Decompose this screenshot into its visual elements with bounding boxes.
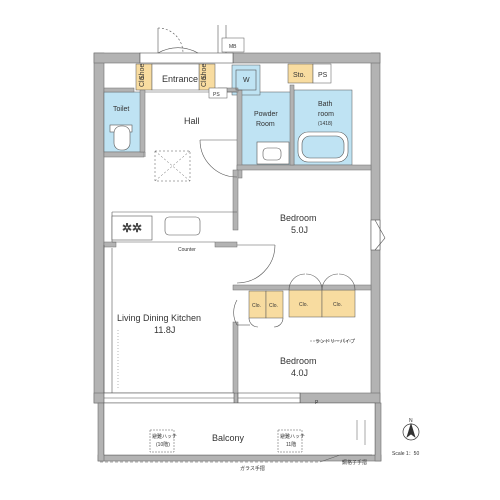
compass-n-label: N: [409, 418, 413, 424]
steel-rail-label: 鋼格子手摺: [342, 459, 367, 466]
toilet-fixture: [109, 124, 133, 151]
bedroom1-size: 5.0J: [291, 225, 308, 235]
interior-walls: [103, 84, 372, 394]
bedroom1-window[interactable]: [370, 219, 386, 251]
balcony-floor: [103, 402, 376, 456]
compass: [402, 422, 420, 441]
shoe-clo-right-1: Shoe: [201, 64, 208, 80]
closets: [135, 63, 356, 319]
closet-small-2: [265, 290, 284, 319]
p-mark-label: P: [315, 400, 319, 406]
evac-hatch-right[interactable]: [277, 429, 303, 453]
hatch-right-label-1: 避難ハッチ: [280, 433, 305, 440]
ps-top-box: [312, 63, 332, 84]
toilet-label: Toilet: [113, 106, 129, 113]
powder-room-label-2: Room: [256, 121, 275, 128]
clo-small-2-label: Clo.: [269, 303, 278, 309]
bathroom-label-3: (1418): [318, 121, 333, 127]
hall-label: Hall: [184, 116, 200, 126]
svg-text:✲✲: ✲✲: [122, 221, 142, 235]
evac-hatch-left[interactable]: [149, 429, 175, 453]
counter-label: Counter: [178, 247, 196, 253]
balcony-label: Balcony: [212, 433, 245, 443]
mb-label: MB: [229, 44, 237, 50]
labels: MB Shoe Clo. Entrance Shoe Clo. PS W Sto…: [113, 44, 419, 472]
bathroom-label-1: Bath: [318, 101, 333, 108]
hatch-left-label-2: (10階): [156, 441, 170, 448]
closet-door-swings[interactable]: [288, 273, 356, 291]
meter-box: [221, 37, 245, 53]
bedroom2-size: 4.0J: [291, 368, 308, 378]
kitchen-sink: [164, 216, 201, 236]
hatch-right-label-2: 11階: [286, 441, 296, 448]
ldk-size: 11.8J: [154, 325, 175, 335]
bedroom1-door[interactable]: [236, 244, 276, 284]
small-closet-swings[interactable]: [248, 317, 284, 328]
clo-big-2-label: Clo.: [333, 302, 342, 308]
shoe-clo-left-1: Shoe: [139, 64, 146, 80]
shoe-clo-left-2: Clo.: [139, 74, 146, 87]
entrance-door[interactable]: [139, 25, 234, 64]
ps-entrance-box: [208, 87, 228, 99]
bedroom2-name: Bedroom: [280, 356, 317, 366]
hall-storage: [154, 150, 191, 182]
laundry-label: ランドリーパイプ: [315, 339, 355, 345]
bedroom2-door[interactable]: [233, 299, 250, 326]
balcony-sliding-doors[interactable]: [103, 392, 301, 404]
powder-room-label-1: Powder: [254, 111, 278, 118]
powder-sink: [256, 141, 290, 165]
scale-label: Scale 1：50: [392, 451, 419, 457]
hatch-left-label-1: 避難ハッチ: [152, 433, 177, 440]
clo-small-1-label: Clo.: [252, 303, 261, 309]
bedroom1-name: Bedroom: [280, 213, 317, 223]
ps-entrance-label: PS: [213, 92, 220, 98]
w-label: W: [243, 77, 250, 84]
ldk-name: Living Dining Kitchen: [117, 313, 201, 323]
bathtub: [297, 131, 349, 163]
entrance-label: Entrance: [162, 74, 198, 84]
kitchen-stove: ✲✲: [111, 215, 153, 241]
glass-rail-label: ガラス手摺: [240, 465, 265, 472]
shoe-clo-right-2: Clo.: [201, 74, 208, 87]
bathroom-label-2: room: [318, 111, 334, 118]
closet-big-1: [288, 289, 323, 318]
clo-big-1-label: Clo.: [299, 302, 308, 308]
hall-door[interactable]: [199, 139, 238, 178]
entrance-step: [151, 63, 200, 91]
ps-top-label: PS: [318, 72, 328, 79]
sto-label: Sto.: [293, 72, 306, 79]
washer-circle: [235, 69, 257, 91]
railing: [100, 420, 372, 463]
closet-big-2: [321, 289, 356, 318]
